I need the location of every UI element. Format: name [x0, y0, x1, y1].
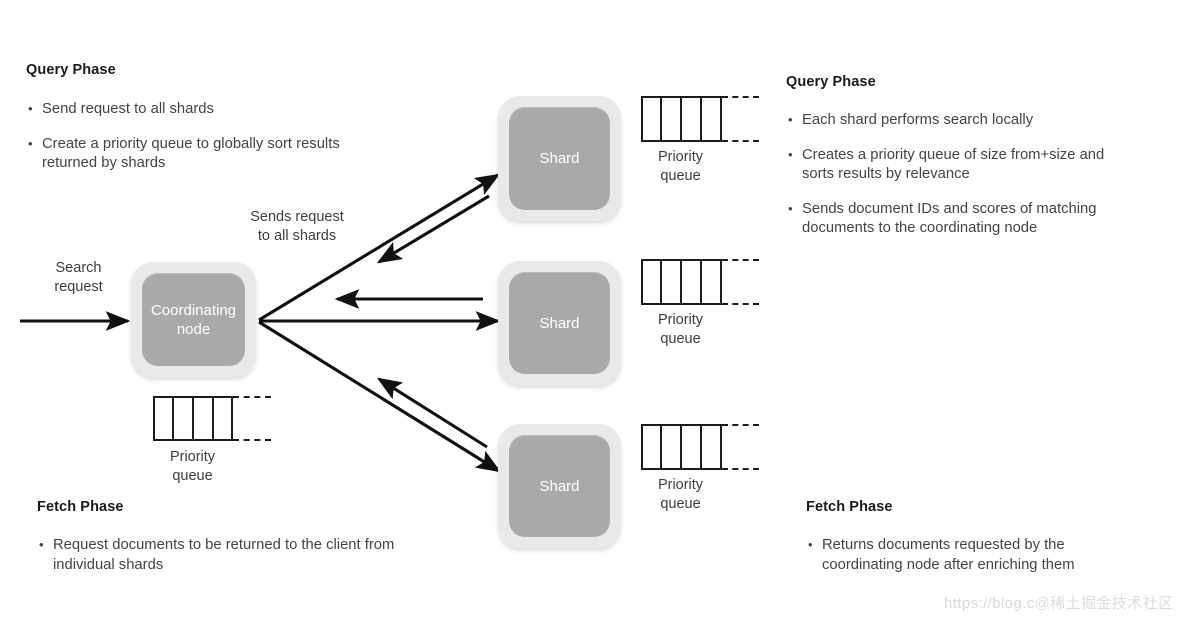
priority-queue-dash-top [722, 259, 759, 261]
watermark-handle: @稀土掘金技术社区 [1034, 595, 1174, 612]
shard-node-1[interactable]: Shard [498, 96, 621, 221]
right-query-phase-bullets: Each shard performs search locally Creat… [786, 110, 1136, 254]
coordinating-node-label: Coordinating node [142, 273, 245, 366]
priority-queue-dash-top [722, 424, 759, 426]
priority-queue-dash-bottom [722, 303, 759, 305]
priority-queue-label: Priority queue [169, 449, 216, 484]
priority-queue-label: Priority queue [657, 149, 704, 184]
priority-queue-dash-bottom [722, 468, 759, 470]
priority-queue-dash-bottom [233, 439, 271, 441]
watermark: https://blog.c@稀土掘金技术社区 [944, 592, 1173, 613]
shard-node-2[interactable]: Shard [498, 261, 621, 385]
priority-queue-shard-3 [641, 424, 761, 470]
priority-queue-divider [660, 259, 663, 305]
left-query-phase-title: Query Phase [26, 62, 116, 78]
list-item: Request documents to be returned to the … [37, 535, 407, 575]
right-query-phase-title: Query Phase [786, 74, 876, 90]
right-fetch-phase-bullets: Returns documents requested by the coord… [806, 535, 1136, 590]
priority-queue-divider [192, 396, 195, 441]
priority-queue-divider [680, 259, 683, 305]
list-item: Each shard performs search locally [786, 110, 1136, 131]
priority-queue-shard-2 [641, 259, 761, 305]
sends-request-label: Sends request to all shards [250, 209, 344, 244]
priority-queue-label: Priority queue [657, 312, 704, 347]
priority-queue-label: Priority queue [657, 477, 704, 512]
priority-queue-divider [700, 424, 703, 470]
priority-queue-shard-1 [641, 96, 761, 142]
priority-queue-divider [172, 396, 175, 441]
arrow-shard-1-to-coordinator [376, 194, 490, 264]
arrow-shard-3-to-coordinator [376, 377, 488, 449]
arrow-coordinator-to-shard-3 [258, 320, 502, 473]
priority-queue-divider [700, 96, 703, 142]
list-item: Returns documents requested by the coord… [806, 535, 1136, 575]
arrow-coordinator-to-shard-1 [258, 173, 501, 322]
shard-node-3[interactable]: Shard [498, 424, 621, 548]
watermark-url: https://blog.c [944, 595, 1035, 612]
priority-queue-divider [700, 259, 703, 305]
shard-node-2-label: Shard [509, 272, 610, 374]
priority-queue-divider [680, 96, 683, 142]
list-item: Sends document IDs and scores of matchin… [786, 199, 1136, 239]
priority-queue-divider [680, 424, 683, 470]
left-fetch-phase-bullets: Request documents to be returned to the … [37, 535, 407, 590]
priority-queue-coordinating [153, 396, 273, 441]
priority-queue-dash-top [722, 96, 759, 98]
priority-queue-divider [660, 424, 663, 470]
coordinating-node[interactable]: Coordinating node [131, 262, 256, 377]
priority-queue-divider [660, 96, 663, 142]
list-item: Send request to all shards [26, 99, 346, 120]
shard-node-1-label: Shard [509, 107, 610, 210]
priority-queue-dash-bottom [722, 140, 759, 142]
left-fetch-phase-title: Fetch Phase [37, 499, 124, 515]
priority-queue-dash-top [233, 396, 271, 398]
left-query-phase-bullets: Send request to all shards Create a prio… [26, 99, 346, 189]
shard-node-3-label: Shard [509, 435, 610, 537]
list-item: Creates a priority queue of size from+si… [786, 145, 1136, 185]
list-item: Create a priority queue to globally sort… [26, 134, 346, 174]
priority-queue-divider [212, 396, 215, 441]
right-fetch-phase-title: Fetch Phase [806, 499, 893, 515]
search-request-label: Search request [54, 260, 103, 295]
